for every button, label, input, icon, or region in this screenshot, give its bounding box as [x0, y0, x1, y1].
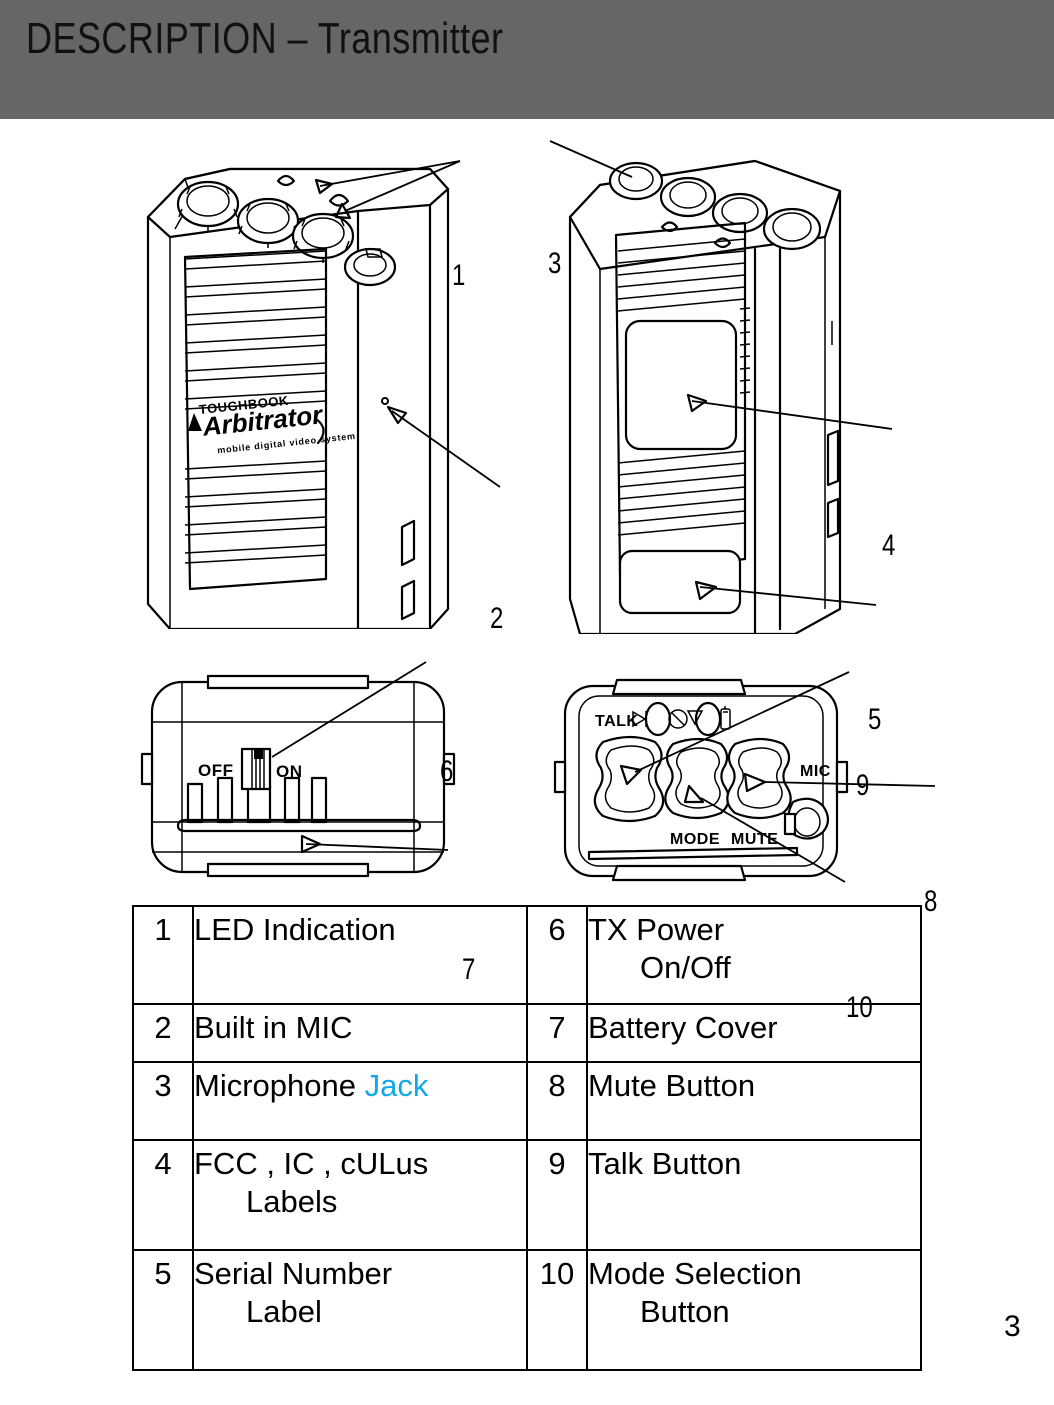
page-title: DESCRIPTION – Transmitter	[26, 14, 504, 63]
svg-text:ON: ON	[276, 762, 303, 781]
part-label-7-text: Battery Cover	[588, 1010, 778, 1045]
page-header-band: DESCRIPTION – Transmitter	[0, 0, 1054, 119]
part-number-7: 7	[526, 1003, 588, 1063]
svg-text:MODE: MODE	[670, 831, 720, 848]
part-label-8: Mute Button	[586, 1061, 922, 1141]
part-label-6-cont: On/Off	[640, 949, 731, 985]
part-label-1-text: LED Indication	[194, 912, 396, 947]
part-label-2-text: Built in MIC	[194, 1010, 353, 1045]
part-label-3-accent: Jack	[364, 1068, 429, 1103]
transmitter-rear-view	[540, 139, 940, 636]
transmitter-control-panel-view: TALK MODE MUTE MIC	[545, 654, 945, 904]
part-label-3: Microphone Jack	[192, 1061, 528, 1141]
part-label-9-text: Talk Button	[588, 1146, 742, 1181]
callout-9: 9	[856, 769, 870, 802]
part-label-10: Mode Selection Button	[586, 1249, 922, 1371]
part-number-8: 8	[526, 1061, 588, 1141]
part-label-10-cont: Button	[640, 1293, 730, 1329]
callout-8: 8	[924, 885, 938, 918]
part-label-6: TX Power On/Off	[586, 905, 922, 1005]
part-label-1: LED Indication	[192, 905, 528, 1005]
table-row: 1 LED Indication 6 TX Power On/Off	[132, 905, 922, 1005]
callout-3: 3	[548, 247, 562, 280]
part-label-10-text: Mode Selection	[588, 1256, 802, 1291]
part-label-4-cont: Labels	[246, 1183, 338, 1219]
callout-2: 2	[490, 602, 504, 635]
table-row: 4 FCC , IC , cULus Labels 9 Talk Button	[132, 1139, 922, 1251]
page-number: 3	[1004, 1310, 1021, 1343]
part-number-9: 9	[526, 1139, 588, 1251]
part-label-5: Serial Number Label	[192, 1249, 528, 1371]
part-number-5: 5	[132, 1249, 194, 1371]
callout-1: 1	[452, 259, 466, 292]
part-label-9: Talk Button	[586, 1139, 922, 1251]
part-number-3: 3	[132, 1061, 194, 1141]
part-number-2: 2	[132, 1003, 194, 1063]
callout-4: 4	[882, 529, 896, 562]
part-number-6: 6	[526, 905, 588, 1005]
figure-area: TOUGHBOOK Arbitrator mobile digital vide…	[0, 119, 1054, 1023]
part-label-7: Battery Cover	[586, 1003, 922, 1063]
part-label-3-text: Microphone	[194, 1068, 365, 1103]
parts-legend-table: 1 LED Indication 6 TX Power On/Off 2 Bui…	[132, 905, 922, 1371]
part-label-4-text: FCC , IC , cULus	[194, 1146, 429, 1181]
part-number-1: 1	[132, 905, 194, 1005]
transmitter-bottom-view: OFF ON	[130, 644, 530, 894]
part-label-6-text: TX Power	[588, 912, 725, 947]
part-label-8-text: Mute Button	[588, 1068, 756, 1103]
table-row: 2 Built in MIC 7 Battery Cover	[132, 1003, 922, 1063]
svg-text:MIC: MIC	[800, 763, 831, 780]
table-row: 3 Microphone Jack 8 Mute Button	[132, 1061, 922, 1141]
part-label-5-text: Serial Number	[194, 1256, 393, 1291]
part-number-10: 10	[526, 1249, 588, 1371]
table-row: 5 Serial Number Label 10 Mode Selection …	[132, 1249, 922, 1371]
part-number-4: 4	[132, 1139, 194, 1251]
svg-text:OFF: OFF	[198, 761, 234, 780]
part-label-2: Built in MIC	[192, 1003, 528, 1063]
callout-6: 6	[440, 755, 454, 788]
callout-5: 5	[868, 703, 882, 736]
part-label-4: FCC , IC , cULus Labels	[192, 1139, 528, 1251]
part-label-5-cont: Label	[246, 1293, 322, 1329]
transmitter-front-view: TOUGHBOOK Arbitrator mobile digital vide…	[130, 139, 530, 631]
svg-text:TALK: TALK	[595, 713, 638, 730]
